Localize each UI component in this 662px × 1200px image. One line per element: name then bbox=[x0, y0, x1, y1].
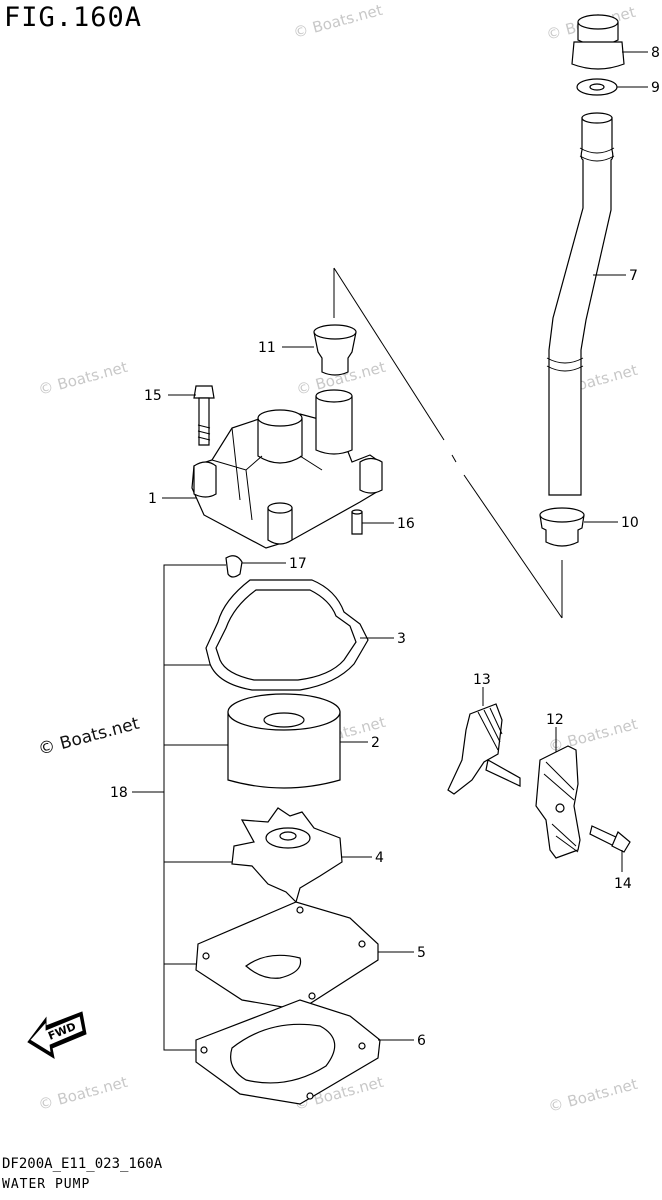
kit-18-bracket bbox=[132, 564, 232, 1051]
part-14-screw bbox=[589, 825, 631, 853]
callout-13: 13 bbox=[473, 672, 491, 688]
callout-18: 18 bbox=[110, 785, 128, 801]
watermark-featured: © Boats.net bbox=[36, 714, 142, 760]
callout-16: 16 bbox=[397, 516, 415, 532]
part-11-grommet bbox=[313, 324, 357, 376]
watermark: © Boats.net bbox=[291, 1, 384, 42]
part-10-grommet bbox=[539, 507, 585, 547]
part-7-water-tube bbox=[546, 112, 615, 496]
part-1-pump-case bbox=[191, 389, 383, 549]
callout-6: 6 bbox=[417, 1033, 426, 1049]
part-4-impeller bbox=[231, 807, 343, 904]
part-2-pump-liner bbox=[227, 693, 341, 789]
watermark: © Boats.net bbox=[36, 358, 129, 399]
callout-12: 12 bbox=[546, 712, 564, 728]
callout-15: 15 bbox=[144, 388, 162, 404]
leader-lines bbox=[162, 51, 648, 1041]
callouts: 8 9 7 10 11 15 1 16 17 3 2 18 4 5 6 13 1… bbox=[110, 45, 660, 1049]
callout-11: 11 bbox=[258, 340, 276, 356]
part-3-seal-ring bbox=[205, 579, 369, 691]
fwd-direction-arrow: FWD bbox=[27, 1011, 87, 1060]
part-17-key bbox=[225, 555, 243, 578]
part-15-bolt bbox=[193, 385, 215, 446]
callout-3: 3 bbox=[397, 631, 406, 647]
callout-1: 1 bbox=[148, 491, 157, 507]
callout-14: 14 bbox=[614, 876, 632, 892]
callout-10: 10 bbox=[621, 515, 639, 531]
callout-8: 8 bbox=[651, 45, 660, 61]
part-12-plate bbox=[535, 745, 581, 859]
part-5-plate bbox=[195, 901, 379, 1011]
assembly-lines bbox=[333, 267, 563, 619]
figure-name: WATER PUMP bbox=[2, 1177, 91, 1192]
callout-7: 7 bbox=[629, 268, 638, 284]
figure-code: DF200A_E11_023_160A bbox=[2, 1156, 163, 1172]
callout-2: 2 bbox=[371, 735, 380, 751]
callout-5: 5 bbox=[417, 945, 426, 961]
callout-4: 4 bbox=[375, 850, 384, 866]
part-16-pin bbox=[351, 509, 363, 535]
part-13-bracket bbox=[447, 703, 521, 795]
callout-17: 17 bbox=[289, 556, 307, 572]
part-8-grommet bbox=[571, 14, 625, 70]
figure-title: FIG.160A bbox=[4, 2, 143, 33]
part-6-gasket bbox=[195, 999, 381, 1105]
callout-9: 9 bbox=[651, 80, 660, 96]
watermark: © Boats.net bbox=[546, 1075, 639, 1116]
watermark: © Boats.net bbox=[36, 1073, 129, 1114]
part-9-washer bbox=[576, 78, 618, 96]
